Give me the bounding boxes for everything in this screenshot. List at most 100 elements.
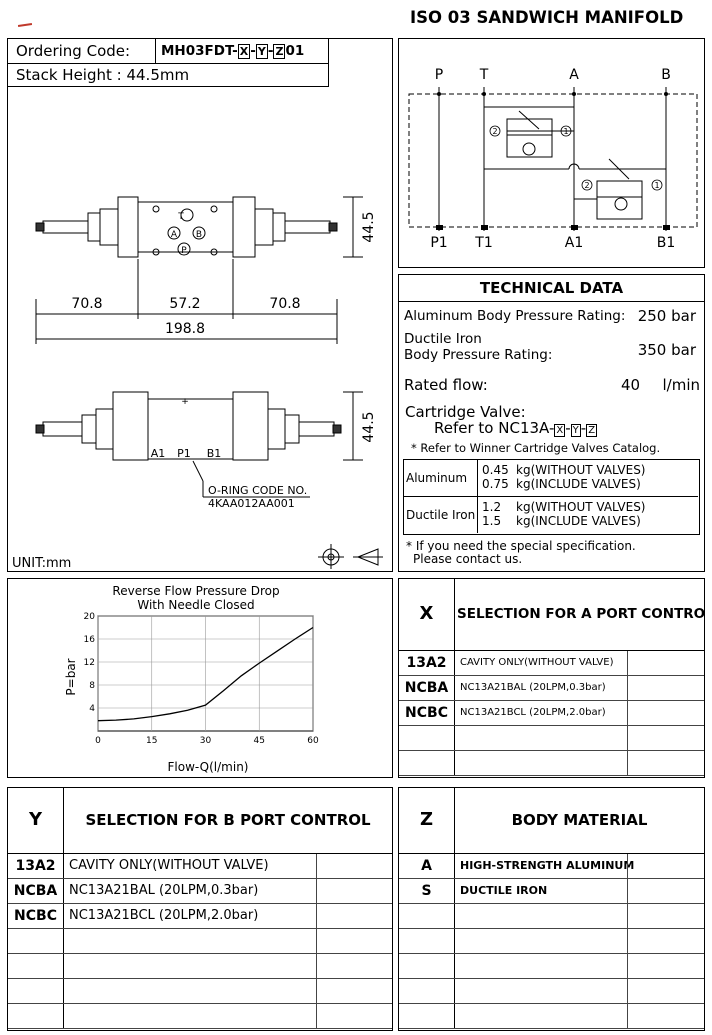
oring-code: 4KAA012AA001 (208, 497, 295, 510)
chart-subtitle: With Needle Closed (137, 598, 254, 612)
chart-y-tick: 20 (84, 612, 96, 622)
chart-y-tick: 12 (84, 658, 95, 668)
table-row (399, 904, 704, 929)
code-y: Y (255, 44, 268, 59)
x-head-title: SELECTION FOR A PORT CONTROL (455, 579, 704, 651)
dim-center: 57.2 (169, 296, 200, 312)
weight-value: 1.2 (482, 500, 502, 514)
code-prefix: MH03FDT- (161, 43, 238, 59)
code-x: X (237, 44, 251, 59)
row-code (399, 1004, 455, 1028)
cartridge-ref-prefix: Refer to NC13A- (434, 419, 555, 437)
table-row: 13A2 CAVITY ONLY(WITHOUT VALVE) (8, 854, 392, 879)
dim-height-bottom: 44.5 (361, 411, 377, 442)
chart-ylabel: P=bar (64, 658, 78, 695)
chart-xlabel: Flow-Q(l/min) (168, 760, 249, 774)
svg-text:+: + (181, 397, 189, 407)
svg-text:B: B (196, 230, 202, 240)
table-row (399, 954, 704, 979)
flow-label: Rated flow: (404, 376, 488, 394)
chart-series-line (97, 626, 314, 722)
weight-desc: kg(WITHOUT VALVES) (516, 463, 646, 477)
alu-pressure-label: Aluminum Body Pressure Rating: (404, 308, 626, 324)
technical-data-panel: TECHNICAL DATA Aluminum Body Pressure Ra… (398, 274, 705, 572)
port-p1: P1 (177, 447, 191, 460)
row-code: 13A2 (399, 651, 455, 675)
special-note-1: * If you need the special specification. (406, 539, 636, 553)
weight-table: Aluminum 0.45 kg(WITHOUT VALVES) 0.75 kg… (403, 459, 700, 535)
row-description: CAVITY ONLY(WITHOUT VALVE) (69, 858, 269, 873)
weight-material: Aluminum (404, 460, 478, 496)
cartridge-label: Cartridge Valve: (405, 403, 526, 421)
table-row: S DUCTILE IRON (399, 879, 704, 904)
table-row (399, 929, 704, 954)
circle-2-top: 2 (492, 127, 497, 136)
chart-y-tick: 16 (84, 635, 96, 645)
svg-text:P: P (181, 246, 187, 256)
chart-x-tick: 45 (254, 736, 265, 746)
svg-text:T: T (177, 212, 184, 222)
chart-x-tick: 0 (95, 736, 101, 746)
pressure-drop-chart: Reverse Flow Pressure Drop With Needle C… (64, 584, 319, 774)
schem-port-p1: P1 (430, 235, 447, 251)
dim-height-top: 44.5 (361, 211, 377, 242)
table-row (399, 979, 704, 1004)
unit-label: UNIT:mm (12, 556, 71, 569)
row-code: S (399, 879, 455, 903)
schematic-panel: P T A B P1 T1 A1 B1 2 1 2 1 (398, 38, 705, 268)
weight-value: 0.75 (482, 477, 509, 491)
row-description: HIGH-STRENGTH ALUMINUM (460, 859, 635, 872)
table-row (399, 726, 704, 751)
schem-port-a1: A1 (565, 235, 583, 251)
flow-unit: l/min (662, 376, 700, 394)
chart-y-tick: 8 (89, 681, 95, 691)
special-note-2: Please contact us. (413, 552, 523, 566)
weight-desc: kg(WITHOUT VALVES) (516, 500, 646, 514)
table-row (8, 979, 392, 1004)
table-row (399, 751, 704, 776)
dim-left: 70.8 (71, 296, 102, 312)
schem-port-a: A (569, 67, 579, 83)
row-description: DUCTILE IRON (460, 884, 548, 897)
schem-port-t1: T1 (474, 235, 492, 251)
row-code (399, 929, 455, 953)
weight-row: Aluminum 0.45 kg(WITHOUT VALVES) 0.75 kg… (404, 460, 698, 497)
ductile-label-1: Ductile Iron (404, 331, 482, 347)
row-code: 13A2 (8, 854, 64, 878)
ductile-label-2: Body Pressure Rating: (404, 347, 553, 363)
weight-desc: kg(INCLUDE VALVES) (516, 477, 641, 491)
chart-panel: Reverse Flow Pressure Drop With Needle C… (7, 578, 393, 778)
port-b1: B1 (207, 447, 222, 460)
row-code: NCBC (399, 701, 455, 725)
row-code (8, 954, 64, 978)
weight-value: 0.45 (482, 463, 509, 477)
schem-port-p: P (435, 67, 443, 83)
z-head-title: BODY MATERIAL (455, 788, 704, 854)
weight-value: 1.5 (482, 514, 502, 528)
schem-port-b1: B1 (657, 235, 676, 251)
chart-title: Reverse Flow Pressure Drop (112, 584, 279, 598)
row-description: NC13A21BCL (20LPM,2.0bar) (460, 707, 606, 718)
code-suffix: 01 (285, 43, 305, 59)
dim-total: 198.8 (165, 321, 205, 337)
dim-right: 70.8 (269, 296, 300, 312)
ductile-pressure-value: 350 bar (637, 341, 696, 359)
technical-heading: TECHNICAL DATA (399, 275, 704, 302)
flow-value: 40 (621, 376, 641, 394)
z-head-code: Z (399, 788, 455, 854)
cartridge-z: Z (586, 424, 598, 437)
stack-height: Stack Height : 44.5mm (16, 66, 190, 84)
red-mark (17, 23, 33, 27)
y-head-title: SELECTION FOR B PORT CONTROL (64, 788, 392, 854)
code-z: Z (273, 44, 286, 59)
